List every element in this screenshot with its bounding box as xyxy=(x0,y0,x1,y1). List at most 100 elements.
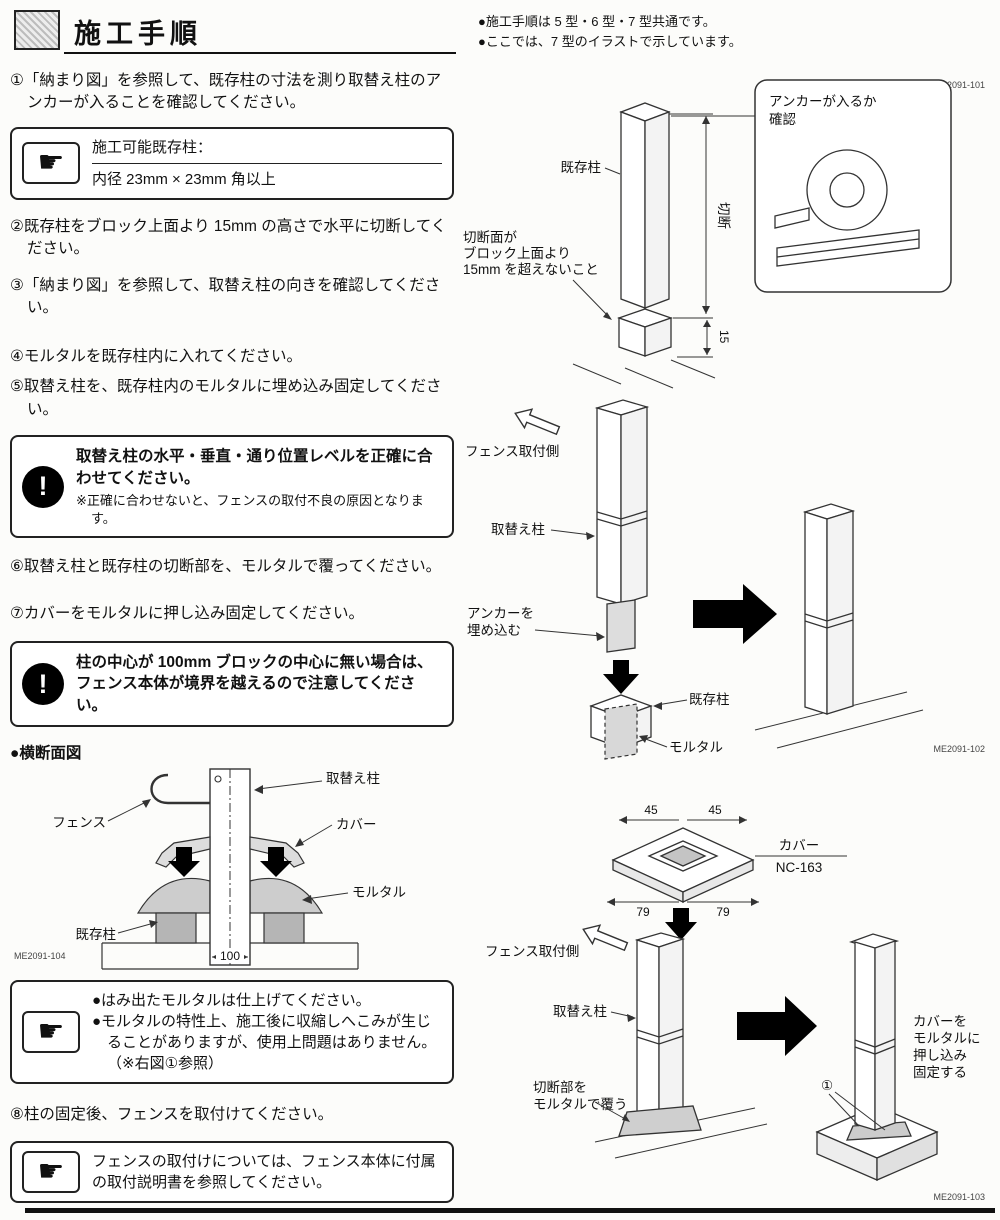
dim-arrowhead xyxy=(703,348,711,355)
note-box-usable-post: ☛ 施工可能既存柱： 内径 23mm × 23mm 角以上 xyxy=(10,126,454,200)
leader-arrowhead xyxy=(596,632,605,641)
fig2-mortar-label: モルタル xyxy=(669,740,723,755)
note-usable-post-body: 施工可能既存柱： 内径 23mm × 23mm 角以上 xyxy=(92,137,442,190)
warning-center-text: 柱の中心が 100mm ブロックの中心に無い場合は、フェンス本体が境界を越えるの… xyxy=(76,654,433,714)
figure-cover-finish: ME2091-103 45 45 79 79 カバー NC-163 フェンス取付… xyxy=(485,803,985,1202)
next-step-arrow xyxy=(693,584,777,644)
cross-label-existing-post: 既存柱 xyxy=(76,927,117,942)
note-mortar-finish-line2: ●モルタルの特性上、施工後に収縮しへこみが生じることがありますが、使用上問題はあ… xyxy=(92,1013,437,1073)
fig3-dim-79a: 79 xyxy=(636,905,650,919)
leader-arrowhead xyxy=(302,895,312,905)
step-8: ⑧柱の固定後、フェンスを取付けてください。 xyxy=(10,1106,334,1124)
fig3-cut-cover-label1: 切断部を xyxy=(533,1080,587,1095)
dim-label-bg xyxy=(216,949,244,964)
leader xyxy=(594,1101,628,1121)
figure-cut-existing-post: ME2091-101 切断 15 既存柱 切断面が ブロック上面より 15mm … xyxy=(463,79,985,389)
leader xyxy=(834,1091,886,1131)
warning-icon: ! xyxy=(22,663,64,706)
cross-section-heading: ●横断面図 xyxy=(10,745,82,763)
pointing-hand-icon: ☛ xyxy=(22,1011,80,1054)
post-hole xyxy=(214,775,222,783)
mortar-mounds xyxy=(136,877,324,914)
header-notes: ●施工手順は 5 型・6 型・7 型共通です。 ●ここでは、7 型のイラストで示… xyxy=(478,12,742,52)
cover-top-view xyxy=(611,827,755,904)
next-step-arrow xyxy=(737,996,817,1056)
fig3-push-label-2: モルタルに xyxy=(913,1031,981,1046)
existing-post-drawing xyxy=(619,102,671,309)
place-down-arrow xyxy=(665,908,697,940)
warning-level-subtext: ※正確に合わせないと、フェンスの取付不良の原因となります。 xyxy=(76,492,424,526)
leader xyxy=(117,922,155,934)
leader xyxy=(572,279,610,318)
warning-center-body: 柱の中心が 100mm ブロックの中心に無い場合は、フェンス本体が境界を越えるの… xyxy=(76,652,442,716)
exclamation-glyph: ! xyxy=(38,471,48,502)
finished-post-drawing xyxy=(802,503,856,715)
cross-label-mortar: モルタル xyxy=(352,885,406,900)
pointing-hand-icon: ☛ xyxy=(22,142,80,185)
figure-id: ME2091-103 xyxy=(933,1192,985,1202)
leader xyxy=(305,892,349,900)
step-5: ⑤取替え柱を、既存柱内のモルタルに埋め込み固定してください。 xyxy=(10,378,442,418)
page-title: 施工手順 xyxy=(74,19,202,49)
dim-arrowhead xyxy=(619,816,627,824)
note-fence-manual-text: フェンスの取付けについては、フェンス本体に付属の取付説明書を参照してください。 xyxy=(92,1152,436,1191)
leader-arrowhead xyxy=(586,532,595,540)
post-with-mortar-cover xyxy=(618,932,702,1137)
fig3-cover-label: カバー xyxy=(779,838,820,853)
fig3-cover-model: NC-163 xyxy=(776,860,823,875)
fig3-fence-side-label: フェンス取付側 xyxy=(485,944,579,959)
note-box-mortar-finish: ☛ ●はみ出たモルタルは仕上げてください。 ●モルタルの特性上、施工後に収縮しへ… xyxy=(10,980,454,1085)
leader-arrowhead xyxy=(295,838,304,848)
fig3-dim-79b: 79 xyxy=(716,905,730,919)
fig1-cutnote-2: ブロック上面より xyxy=(463,245,571,261)
leader-arrowhead xyxy=(142,799,151,809)
warning-level-body: 取替え柱の水平・垂直・通り位置レベルを正確に合わせてください。 ※正確に合わせな… xyxy=(76,446,442,527)
step-2: ②既存柱をブロック上面より 15mm の高さで水平に切断してください。 xyxy=(10,217,447,258)
page-bottom-edge xyxy=(25,1208,995,1213)
section-marker-icon xyxy=(14,10,60,50)
leader xyxy=(550,529,592,536)
fig1-cutnote-1: 切断面が xyxy=(463,230,517,245)
hand-glyph: ☛ xyxy=(37,146,65,180)
header-note-1: ●施工手順は 5 型・6 型・7 型共通です。 xyxy=(478,14,716,29)
figure-id: ME2091-101 xyxy=(933,80,985,90)
dim-arrowhead xyxy=(702,116,710,124)
cut-dimension xyxy=(669,113,713,358)
fig2-existing-post-label: 既存柱 xyxy=(689,692,730,707)
step-4: ④モルタルを既存柱内に入れてください。 xyxy=(10,347,302,365)
title-underline xyxy=(64,52,456,54)
leader xyxy=(297,824,333,846)
leader xyxy=(107,800,149,822)
warning-icon: ! xyxy=(22,465,64,508)
leader-arrowhead xyxy=(653,702,662,710)
fig1-dim-15: 15 xyxy=(717,330,731,344)
fig3-replacement-post-label: 取替え柱 xyxy=(553,1004,607,1019)
cross-label-cover: カバー xyxy=(336,817,377,832)
warning-level-text: 取替え柱の水平・垂直・通り位置レベルを正確に合わせてください。 xyxy=(76,448,433,487)
leader xyxy=(534,629,602,637)
step-3: ③「納まり図」を参照して、取替え柱の向きを確認してください。 xyxy=(10,276,441,317)
fig3-mark1-label: ① xyxy=(821,1078,833,1093)
leader-arrowhead xyxy=(639,735,648,743)
hand-glyph: ☛ xyxy=(37,1015,65,1049)
note-mortar-finish-body: ●はみ出たモルタルは仕上げてください。 ●モルタルの特性上、施工後に収縮しへこみ… xyxy=(92,990,442,1074)
leader-arrowhead xyxy=(603,312,612,320)
fig1-cutnote-3: 15mm を超えないこと xyxy=(463,262,599,277)
fig2-anchor-label-2: 埋め込む xyxy=(467,623,521,638)
pointing-hand-icon: ☛ xyxy=(22,1150,80,1193)
fig2-fence-side-label: フェンス取付側 xyxy=(465,444,559,459)
leader-arrowhead xyxy=(627,1014,636,1022)
fig3-push-label-4: 固定する xyxy=(913,1065,967,1080)
figure-id: ME2091-102 xyxy=(933,744,985,754)
figure-embed-post: ME2091-102 フェンス取付側 取替え柱 アンカーを 埋め込む 既存柱 モ… xyxy=(465,399,985,760)
warning-box-level: ! 取替え柱の水平・垂直・通り位置レベルを正確に合わせてください。 ※正確に合わ… xyxy=(10,435,454,539)
hand-glyph: ☛ xyxy=(37,1154,65,1188)
fig3-push-label-3: 押し込み xyxy=(913,1048,967,1063)
fence-side-arrow xyxy=(582,924,629,952)
insert-down-arrow xyxy=(603,660,639,694)
note-mortar-finish-line1: ●はみ出たモルタルは仕上げてください。 xyxy=(92,992,371,1010)
cross-label-replacement-post: 取替え柱 xyxy=(326,771,380,786)
leader xyxy=(604,167,621,175)
header-note-2: ●ここでは、7 型のイラストで示しています。 xyxy=(478,34,742,50)
note-usable-post-title: 施工可能既存柱： xyxy=(92,137,442,164)
